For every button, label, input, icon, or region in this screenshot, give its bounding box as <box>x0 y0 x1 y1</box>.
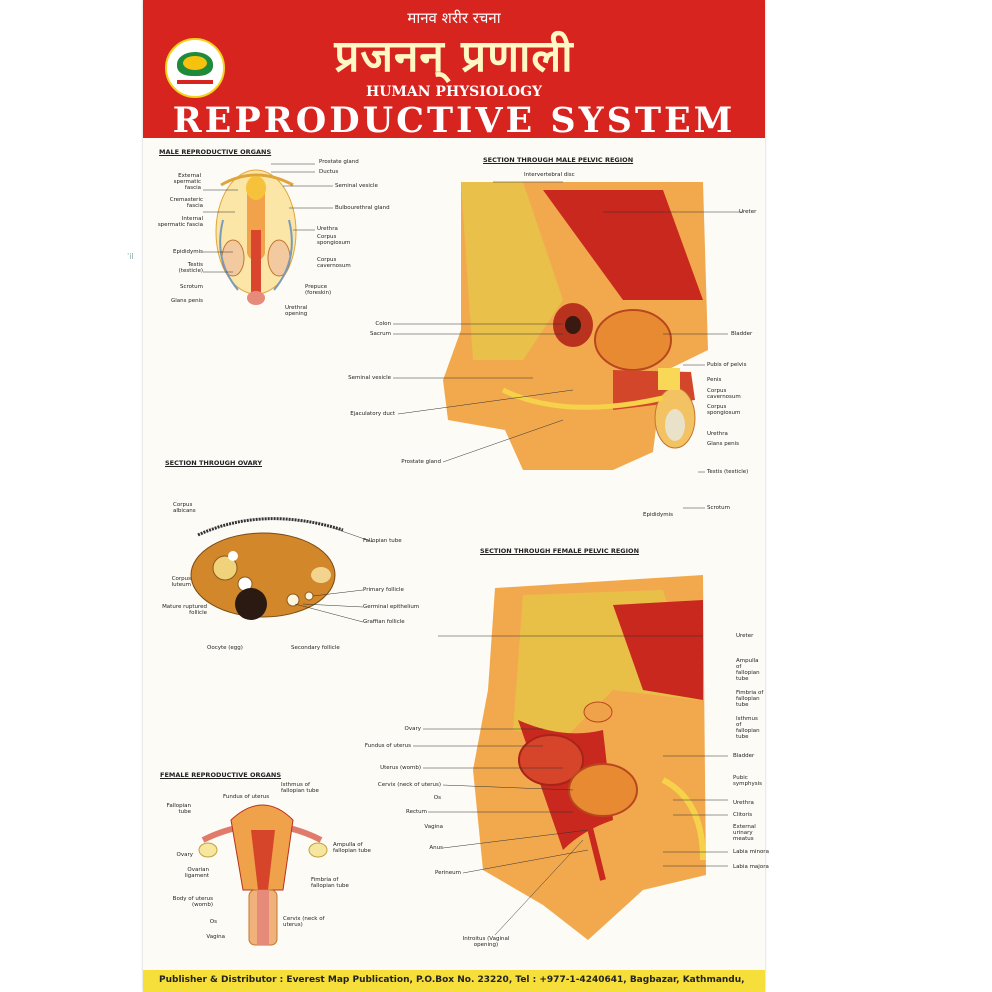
label: Introitus (Vaginal opening) <box>462 936 510 948</box>
label: Fimbria of fallopian tube <box>311 877 349 889</box>
label: Testis (testicle) <box>178 262 203 274</box>
male-pelvic-illustration <box>443 182 708 470</box>
label: Bulbourethral gland <box>335 205 390 211</box>
label: Labia majora <box>733 864 769 870</box>
leader-lines <box>203 163 743 936</box>
label: Intervertebral disc <box>524 172 575 178</box>
anatomy-illustrations <box>190 163 743 946</box>
section-female-pelvic: SECTION THROUGH FEMALE PELVIC REGION <box>480 547 640 555</box>
label: Vagina <box>424 824 443 830</box>
publisher-footer: Publisher & Distributor : Everest Map Pu… <box>143 970 765 992</box>
label: Ovarian ligament <box>184 867 209 879</box>
section-ovary: SECTION THROUGH OVARY <box>165 459 263 467</box>
label: Prepuce (foreskin) <box>305 284 332 296</box>
page-title: REPRODUCTIVE SYSTEM <box>172 100 736 141</box>
label: Glans penis <box>170 298 203 304</box>
label: Sacrum <box>370 331 391 337</box>
label: Cervix (neck of uterus) <box>377 782 441 788</box>
label: Pubis of pelvis <box>707 362 747 368</box>
label: Bladder <box>731 331 753 337</box>
section-male-organs: MALE REPRODUCTIVE ORGANS <box>159 148 272 156</box>
ovary-section-illustration <box>190 517 344 620</box>
label: Body of uterus (womb) <box>172 896 213 908</box>
nepali-title: प्रजनन् प्रणाली <box>334 31 574 82</box>
poster: मानव शरीर रचना प्रजनन् प्रणाली HUMAN PHY… <box>143 0 769 992</box>
label: Epididymis <box>172 249 203 255</box>
section-female-organs: FEMALE REPRODUCTIVE ORGANS <box>160 771 282 779</box>
label: Scrotum <box>179 284 203 290</box>
label: Prostate gland <box>319 159 359 165</box>
label: Corpus spongiosum <box>317 234 351 246</box>
label: Corpus albicans <box>173 502 196 514</box>
label: Corpus spongiosum <box>707 404 741 416</box>
label: Graffian follicle <box>363 619 405 625</box>
male-organs-illustration <box>215 169 297 305</box>
label: Germinal epithelium <box>363 604 420 610</box>
label: External spermatic fascia <box>173 173 201 191</box>
label: Colon <box>375 321 391 327</box>
publisher-logo-icon <box>165 38 225 98</box>
label: Seminal vesicle <box>348 375 391 381</box>
subtitle: HUMAN PHYSIOLOGY <box>365 84 543 100</box>
label: Scrotum <box>707 505 731 511</box>
label: Clitoris <box>733 812 753 818</box>
female-pelvic-illustration <box>473 575 706 940</box>
poster-header: मानव शरीर रचना प्रजनन् प्रणाली HUMAN PHY… <box>143 0 765 141</box>
label: Corpus luteum <box>171 576 191 588</box>
label: Ovary <box>404 726 421 732</box>
label: Os <box>433 795 441 801</box>
label: Os <box>209 919 217 925</box>
label: Isthmus of fallopian tube <box>736 716 760 740</box>
label: Vagina <box>206 934 225 940</box>
label: Seminal vesicle <box>335 183 378 189</box>
label: Ureter <box>736 633 754 639</box>
label: Urethra <box>707 431 728 437</box>
label: Internal spermatic fascia <box>157 216 203 228</box>
label: Oocyte (egg) <box>207 645 243 651</box>
label: Uterus (womb) <box>380 765 421 771</box>
label: Testis (testicle) <box>707 469 749 475</box>
label: Fallopian tube <box>363 538 402 544</box>
label: Primary follicle <box>363 587 404 593</box>
label: Urethral opening <box>285 305 308 317</box>
label: Urethra <box>317 226 338 232</box>
label: Ovary <box>176 852 193 858</box>
label: Cremasteric fascia <box>169 197 203 209</box>
label: Ejaculatory duct <box>350 411 395 417</box>
label: Corpus cavernosum <box>707 388 741 400</box>
label: Glans penis <box>707 441 740 447</box>
label: Cervix (neck of uterus) <box>283 916 325 928</box>
stray-mark: ˈil <box>127 252 134 261</box>
label: Corpus cavernosum <box>317 257 351 269</box>
label: Ductus <box>319 169 339 175</box>
label: Fallopian tube <box>166 803 191 815</box>
label: Ureter <box>739 209 757 215</box>
publisher-info: Publisher & Distributor : Everest Map Pu… <box>159 975 745 985</box>
label: Ampulla of fallopian tube <box>333 842 371 854</box>
label: Bladder <box>733 753 755 759</box>
nepali-subtitle: मानव शरीर रचना <box>407 9 501 27</box>
label: Urethra <box>733 800 754 806</box>
label: Epididymis <box>643 512 674 518</box>
label: External urinary meatus <box>733 824 756 842</box>
label: Pubic symphysis <box>733 775 762 787</box>
label: Fundus of uterus <box>364 743 411 749</box>
label: Labia minora <box>733 849 769 855</box>
label: Rectum <box>406 809 427 815</box>
section-male-pelvic: SECTION THROUGH MALE PELVIC REGION <box>483 156 634 164</box>
label: Ampulla of fallopian tube <box>736 658 760 682</box>
label: Fundus of uterus <box>223 794 270 800</box>
label: Isthmus of fallopian tube <box>281 782 319 794</box>
label: Prostate gland <box>401 459 441 465</box>
label: Penis <box>707 377 722 383</box>
female-organs-illustration <box>198 804 328 946</box>
label: Perineum <box>434 870 461 876</box>
label: Secondary follicle <box>291 645 340 651</box>
label: Mature ruptured follicle <box>162 604 207 616</box>
label: Anus <box>429 845 443 851</box>
label: Fimbria of fallopian tube <box>736 690 764 708</box>
